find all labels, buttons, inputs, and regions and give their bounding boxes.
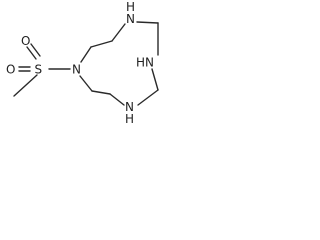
- ring-bond-10: [79, 75, 93, 92]
- bond-sulfur-oxygen-upper-a: [26, 46, 37, 60]
- atom-label-sulfur: S: [35, 63, 43, 77]
- atom-label-oxygen-upper: O: [21, 34, 30, 48]
- atom-label-hydrogen-right: H: [136, 56, 145, 70]
- bond-lines: [13, 21, 159, 106]
- ring-bond-8: [109, 93, 125, 106]
- atom-label-nitrogen-top: N: [126, 12, 135, 26]
- ring-bond-3: [111, 23, 126, 42]
- ring-bond-2: [90, 40, 113, 48]
- ring-bond-6: [151, 68, 159, 91]
- bond-methyl-sulfur: [13, 74, 38, 97]
- atom-labels: S O O N N H H N N H: [6, 0, 154, 126]
- ring-bond-9: [91, 90, 111, 95]
- atom-label-nitrogen-sulfonyl: N: [72, 63, 81, 77]
- ring-bond-4: [136, 21, 159, 24]
- ring-bond-7: [137, 89, 159, 106]
- chemical-structure: S O O N N H H N N H: [6, 0, 159, 126]
- atom-label-nitrogen-right: N: [145, 56, 154, 70]
- atom-label-nitrogen-bottom: N: [125, 100, 134, 114]
- atom-label-hydrogen-top: H: [126, 0, 135, 14]
- ring-bond-1: [80, 46, 92, 63]
- atom-label-oxygen-lower: O: [6, 63, 15, 77]
- bond-sulfur-oxygen-upper-b: [30, 43, 41, 57]
- atom-label-hydrogen-bottom: H: [125, 112, 134, 126]
